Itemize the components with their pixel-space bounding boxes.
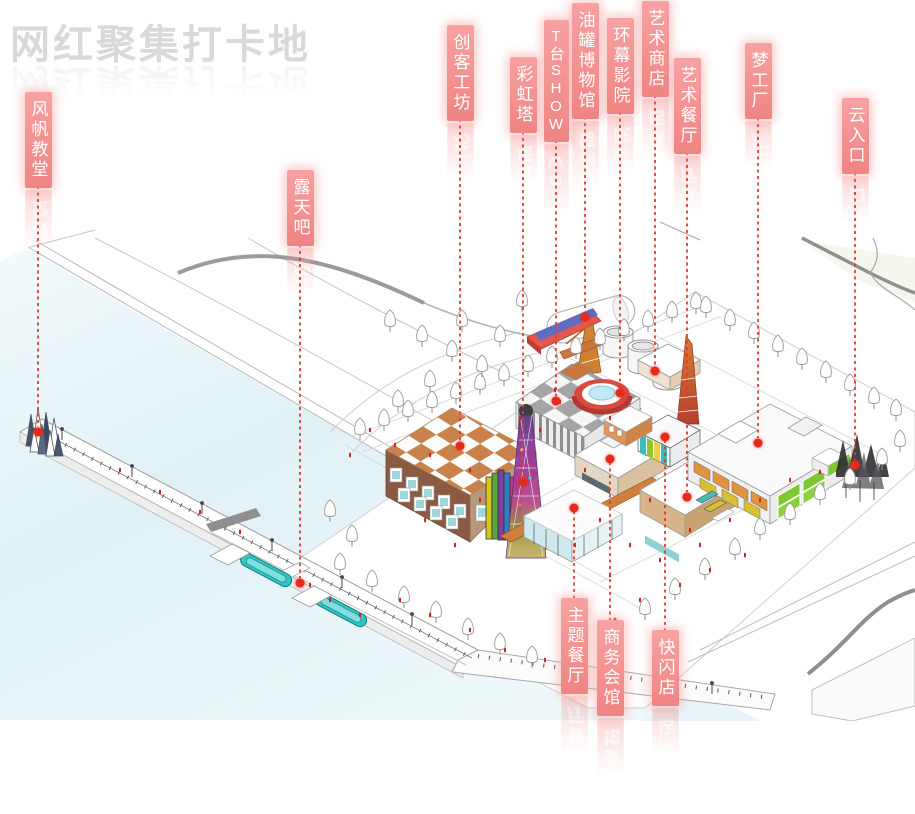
target-dot [605,454,615,464]
target-dot [569,503,579,513]
target-dot [455,441,465,451]
sail-church [25,407,64,457]
popup-store-building [637,414,701,468]
label-rainbow-tower: 彩虹塔 [509,57,537,133]
label-maker-workshop: 创客工坊 [446,25,474,121]
target-dot [295,578,305,588]
callout-dream-factory: 梦工厂 梦工厂 [744,43,772,448]
label-art-restaurant: 艺术餐厅 [673,58,701,154]
bottom-right-quay [687,541,915,721]
surround-cinema-ring [571,379,633,415]
target-dot [518,477,528,487]
leader-line [459,28,461,441]
art-spire [676,335,700,425]
target-dot [615,388,625,398]
leader-line [609,462,611,623]
target-dot [660,432,670,442]
callout-popup-store: 快闪店 快闪店 [651,432,679,784]
site-illustration [0,221,915,721]
target-dot [551,396,561,406]
leader-line [686,61,688,492]
leader-line [522,60,524,477]
label-sail-church: 风帆教堂 [24,92,52,188]
leader-line [555,23,557,396]
callout-open-air-bar: 露天吧 露天吧 [286,170,314,588]
leader-line [573,511,575,601]
kiosk-building [603,405,653,447]
label-oil-tank-museum: 油罐博物馆 [571,3,599,119]
callout-maker-workshop: 创客工坊 创客工坊 [446,25,474,451]
leader-line [584,6,586,312]
top-right-roads [659,221,915,311]
label-dream-factory: 梦工厂 [744,43,772,119]
callout-t-stage-show: T台SHOW T台SHOW [542,20,570,406]
target-dot [33,427,43,437]
label-t-stage-show: T台SHOW [543,20,569,142]
callout-art-restaurant: 艺术餐厅 艺术餐厅 [673,58,701,502]
basin-wall [206,508,261,532]
leader-line [854,101,856,460]
page-title: 网红聚集打卡地 [10,23,311,67]
leader-line [37,95,39,427]
waterfront-kiosks [695,490,735,522]
callout-surround-cinema: 环幕影院 环幕影院 [606,18,634,398]
label-art-store: 艺术商店 [641,1,669,97]
target-dot [850,460,860,470]
target-dot [753,438,763,448]
label-business-club: 商务会馆 [596,620,624,716]
label-open-air-bar: 露天吧 [286,170,314,246]
leader-line [664,440,666,633]
label-surround-cinema: 环幕影院 [606,18,634,114]
leader-line [299,173,301,578]
open-air-bar-boats [209,543,368,628]
callout-sail-church: 风帆教堂 风帆教堂 [24,92,52,437]
target-dot [580,312,590,322]
label-theme-restaurant: 主题餐厅 [560,598,588,694]
target-dot [682,492,692,502]
target-dot [650,366,660,376]
water-corner [640,690,760,721]
label-cloud-entrance: 云入口 [841,98,869,174]
leader-line [619,21,621,388]
leader-line [757,46,759,438]
callout-rainbow-tower: 彩虹塔 彩虹塔 [509,57,537,487]
callout-oil-tank-museum: 油罐博物馆 油罐博物馆 [571,3,599,322]
callout-cloud-entrance: 云入口 云入口 [841,98,869,470]
leader-line [654,4,656,366]
callout-art-store: 艺术商店 艺术商店 [641,1,669,376]
callout-theme-restaurant: 主题餐厅 主题餐厅 [560,503,588,792]
label-popup-store: 快闪店 [651,630,679,706]
callout-business-club: 商务会馆 商务会馆 [596,454,624,814]
